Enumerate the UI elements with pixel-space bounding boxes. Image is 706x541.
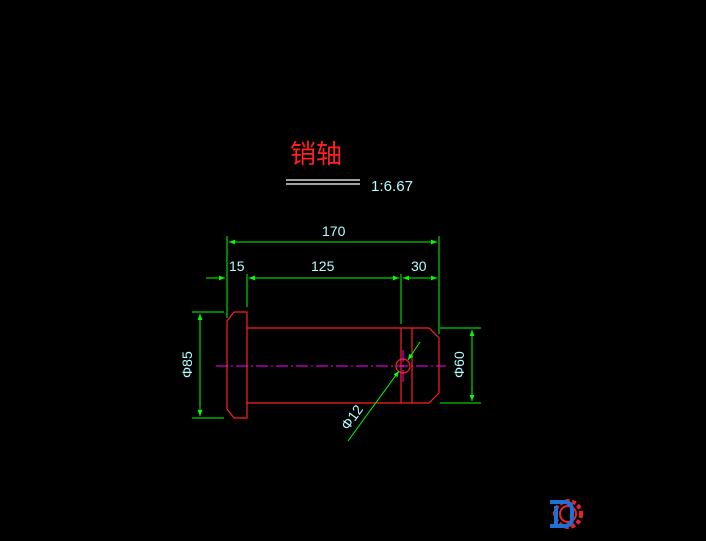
dim-end-length: 30 [411,258,427,274]
dim-shank-diameter: Φ60 [451,351,467,378]
dim-hole-diameter: Φ12 [337,402,366,433]
dim-shank-length: 125 [311,258,335,274]
dim-overall-length: 170 [322,223,346,239]
scale-label: 1:6.67 [371,178,413,195]
pin-outline [226,311,440,419]
gear-logo-icon [550,499,583,529]
dim-head-length: 15 [229,258,245,274]
centerlines [216,350,446,382]
dim-head-diameter: Φ85 [179,351,195,378]
dimension-lines [192,236,481,442]
drawing-title: 销轴 [290,140,342,170]
